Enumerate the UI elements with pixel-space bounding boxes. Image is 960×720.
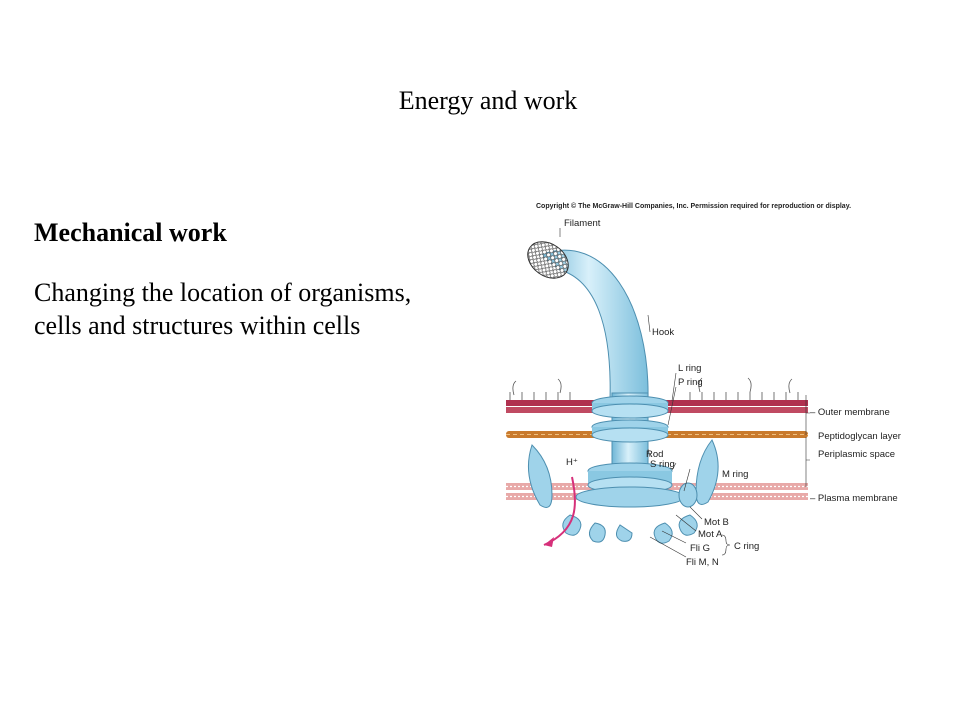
label-peptidoglycan: Peptidoglycan layer — [818, 431, 901, 442]
slide-title: Energy and work — [398, 86, 578, 115]
flagellum-diagram: Copyright © The McGraw-Hill Companies, I… — [500, 195, 920, 585]
label-h-plus: H⁺ — [566, 457, 578, 468]
copyright-text: Copyright © The McGraw-Hill Companies, I… — [536, 202, 851, 210]
section-heading: Mechanical work — [34, 218, 227, 247]
label-periplasmic: Periplasmic space — [818, 449, 895, 460]
label-p-ring: P ring — [678, 377, 703, 388]
label-fli-g: Fli G — [690, 543, 710, 554]
flagellar-filament — [527, 241, 649, 401]
mot-proteins — [527, 439, 719, 508]
body-text: Changing the location of organisms, cell… — [34, 278, 412, 340]
c-ring — [562, 514, 698, 544]
label-c-ring: C ring — [734, 541, 759, 552]
flagellum-svg: Copyright © The McGraw-Hill Companies, I… — [506, 202, 901, 568]
mot-b — [678, 482, 698, 508]
label-m-ring: M ring — [722, 469, 748, 480]
leader-lines — [559, 228, 810, 558]
label-fli-mn: Fli M, N — [686, 557, 719, 568]
label-outer-membrane: – Outer membrane — [810, 407, 890, 418]
rod-and-rings — [575, 392, 685, 508]
m-ring — [575, 486, 685, 508]
label-plasma-membrane: – Plasma membrane — [810, 493, 898, 504]
label-rod: Rod — [646, 449, 663, 460]
mot-right — [695, 439, 719, 505]
label-mot-a: Mot A — [698, 529, 723, 540]
label-filament: Filament — [564, 218, 601, 229]
label-l-ring: L ring — [678, 363, 701, 374]
label-s-ring: S ring — [650, 459, 675, 470]
proton-flow-arrow — [543, 476, 577, 547]
label-hook: Hook — [652, 327, 674, 338]
label-mot-b: Mot B — [704, 517, 729, 528]
mot-left — [527, 444, 553, 508]
